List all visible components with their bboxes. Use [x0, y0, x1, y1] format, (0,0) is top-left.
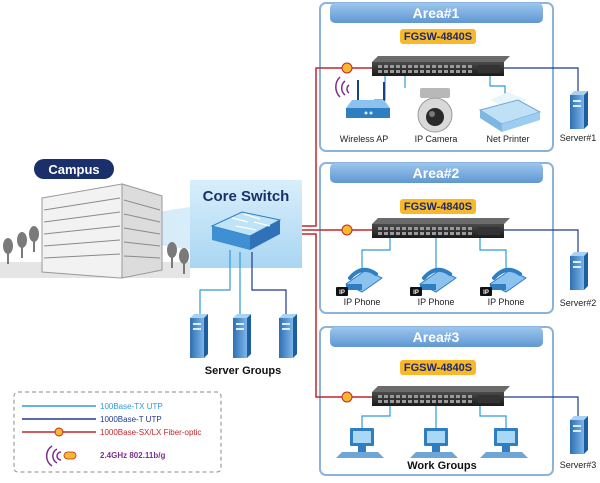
area-3-switch-label: FGSW-4840S	[400, 360, 476, 375]
svg-text:IP: IP	[339, 290, 345, 296]
core-switch-panel: Core Switch	[190, 180, 302, 268]
workstation-icon	[336, 428, 384, 458]
server-group-server-icon	[279, 314, 297, 358]
server-2-label: Server#2	[560, 298, 597, 308]
area-3-links	[361, 396, 579, 428]
area-2-device-label: IP Phone	[344, 297, 381, 307]
area-2-links	[361, 229, 579, 268]
server-group-server-icon	[233, 314, 251, 358]
server-group-links	[199, 250, 287, 318]
svg-text:FGSW-4840S: FGSW-4840S	[404, 201, 472, 213]
ip-phone-icon: IP	[410, 267, 457, 296]
server-2-icon	[570, 252, 588, 290]
server-3-icon	[570, 416, 588, 454]
server-groups-label: Server Groups	[205, 365, 281, 377]
server-group-server-icon	[190, 314, 208, 358]
area-2-device-label: IP Phone	[418, 297, 455, 307]
work-groups-label: Work Groups	[407, 460, 476, 472]
workstation-icon	[480, 428, 528, 458]
campus-badge: Campus	[34, 159, 114, 179]
ip-camera-icon	[417, 88, 453, 133]
fiber-marker-icon	[54, 427, 64, 437]
campus-building-icon	[0, 183, 190, 279]
legend: 100Base-TX UTP 1000Base-T UTP 1000Base-S…	[13, 391, 222, 473]
wireless-signal-icon	[45, 445, 77, 467]
server-1-label: Server#1	[560, 133, 597, 143]
area-2-device-label: IP Phone	[488, 297, 525, 307]
svg-text:FGSW-4840S: FGSW-4840S	[404, 362, 472, 374]
area-3-switch-icon	[372, 386, 510, 406]
legend-label: 1000Base-T UTP	[100, 415, 162, 424]
svg-text:IP: IP	[413, 290, 419, 296]
legend-label: 1000Base-SX/LX Fiber-optic	[100, 428, 201, 437]
legend-label: 2.4GHz 802.11b/g	[100, 451, 165, 460]
workstation-icon	[410, 428, 458, 458]
area-2-switch-icon	[372, 218, 510, 238]
legend-label: 100Base-TX UTP	[100, 402, 163, 411]
ip-phone-icon: IP	[336, 267, 383, 296]
svg-text:IP: IP	[483, 290, 489, 296]
area-1-device-label: IP Camera	[415, 134, 458, 144]
area-1-switch-label: FGSW-4840S	[400, 29, 476, 44]
core-switch-icon	[210, 211, 282, 250]
ip-phone-icon: IP	[480, 267, 527, 296]
fiber-marker-icons	[341, 62, 353, 403]
svg-text:FGSW-4840S: FGSW-4840S	[404, 31, 472, 43]
core-switch-label: Core Switch	[203, 188, 290, 205]
net-printer-icon	[478, 92, 542, 132]
svg-text:Campus: Campus	[48, 162, 99, 177]
server-3-label: Server#3	[560, 460, 597, 470]
wireless-ap-icon	[335, 76, 390, 118]
area-1-device-label: Wireless AP	[340, 134, 389, 144]
area-3-title: Area#3	[413, 329, 460, 345]
area-1-switch-icon	[372, 56, 510, 76]
area-1-title: Area#1	[413, 5, 460, 21]
server-1-icon	[570, 91, 588, 129]
area-1-device-label: Net Printer	[486, 134, 529, 144]
area-2-switch-label: FGSW-4840S	[400, 199, 476, 214]
area-2-title: Area#2	[413, 165, 460, 181]
